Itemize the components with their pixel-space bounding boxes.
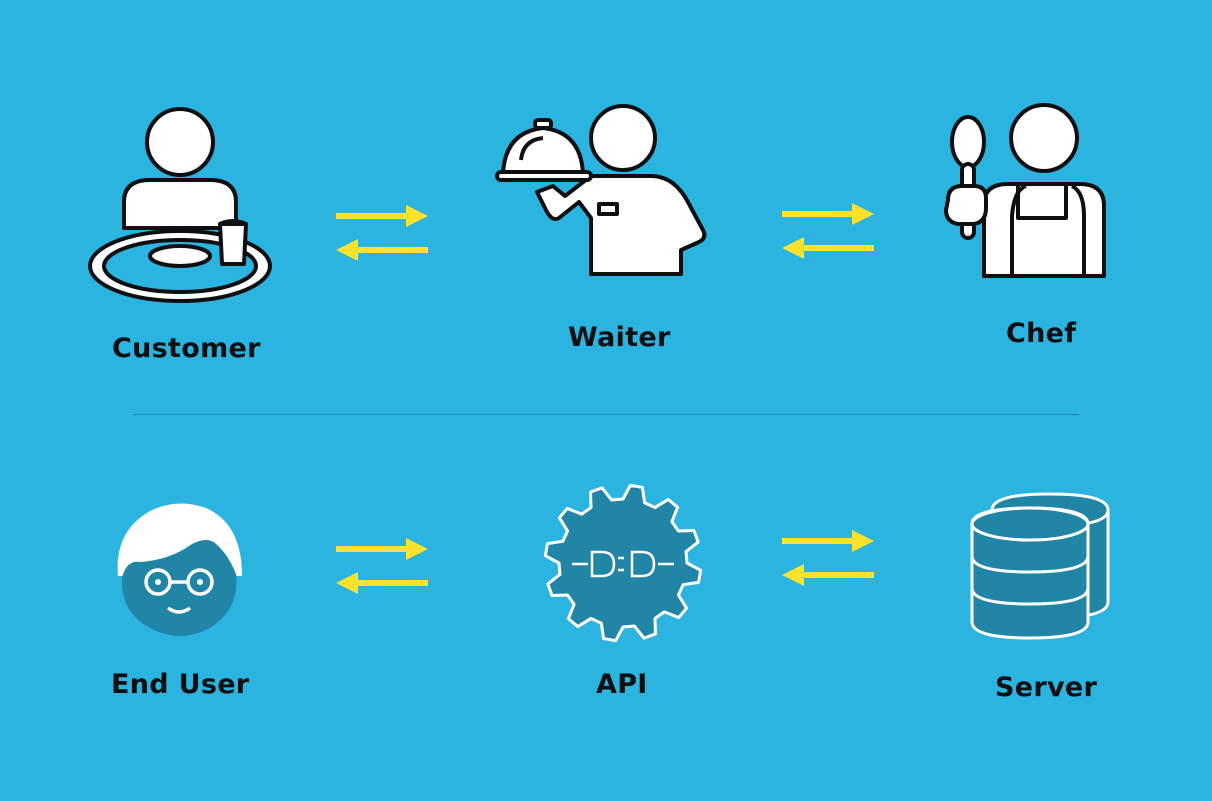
customer-with-tray-icon [88, 107, 272, 303]
row-divider [133, 414, 1079, 415]
bidirectional-arrows-icon [336, 538, 428, 594]
bidirectional-arrows-icon [782, 530, 874, 586]
server-label: Server [995, 672, 1098, 703]
gear-plug-icon [543, 483, 703, 643]
end-user-label: End User [111, 669, 250, 700]
user-with-glasses-icon [117, 503, 242, 636]
database-icon [970, 492, 1110, 640]
waiter-with-cloche-icon [495, 104, 707, 276]
bidirectional-arrows-icon [336, 205, 428, 261]
chef-with-spoon-icon [944, 103, 1106, 278]
customer-label: Customer [112, 333, 261, 364]
api-label: API [596, 669, 648, 700]
waiter-label: Waiter [568, 322, 671, 353]
chef-label: Chef [1006, 318, 1077, 349]
bidirectional-arrows-icon [782, 203, 874, 259]
